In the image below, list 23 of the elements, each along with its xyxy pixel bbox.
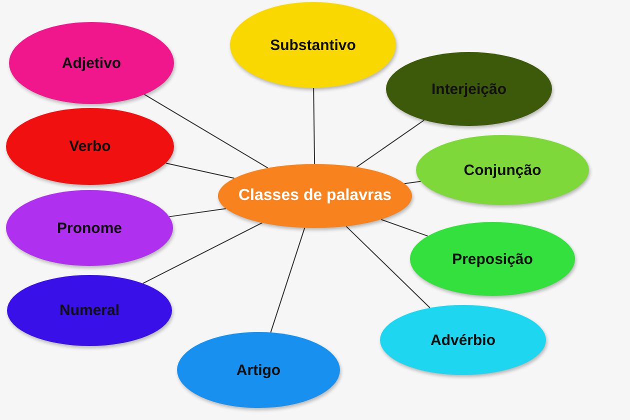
- node-label: Advérbio: [430, 332, 496, 348]
- node-label: Substantivo: [270, 36, 356, 54]
- connector-line: [404, 180, 422, 184]
- topic-ellipse: [6, 108, 174, 185]
- node-label: Interjeição: [431, 80, 507, 98]
- connector-line: [168, 208, 226, 218]
- node-label: Classes de palavras: [238, 187, 392, 205]
- connector-line: [380, 218, 428, 237]
- node-label: Verbo: [69, 138, 111, 155]
- connector-line: [270, 227, 306, 333]
- connector-line: [144, 94, 268, 169]
- connector-line: [356, 120, 425, 168]
- node-label: Adjetivo: [62, 54, 122, 72]
- node-label: Conjunção: [464, 162, 542, 178]
- node-label: Numeral: [59, 302, 120, 319]
- connector-line: [165, 162, 235, 179]
- central-ellipse: [218, 164, 412, 228]
- node-label: Pronome: [56, 220, 122, 236]
- node-label: Preposição: [452, 250, 533, 268]
- node-label: Artigo: [236, 362, 281, 378]
- connector-line: [313, 88, 316, 164]
- connector-line: [142, 222, 263, 284]
- connector-line: [346, 226, 430, 308]
